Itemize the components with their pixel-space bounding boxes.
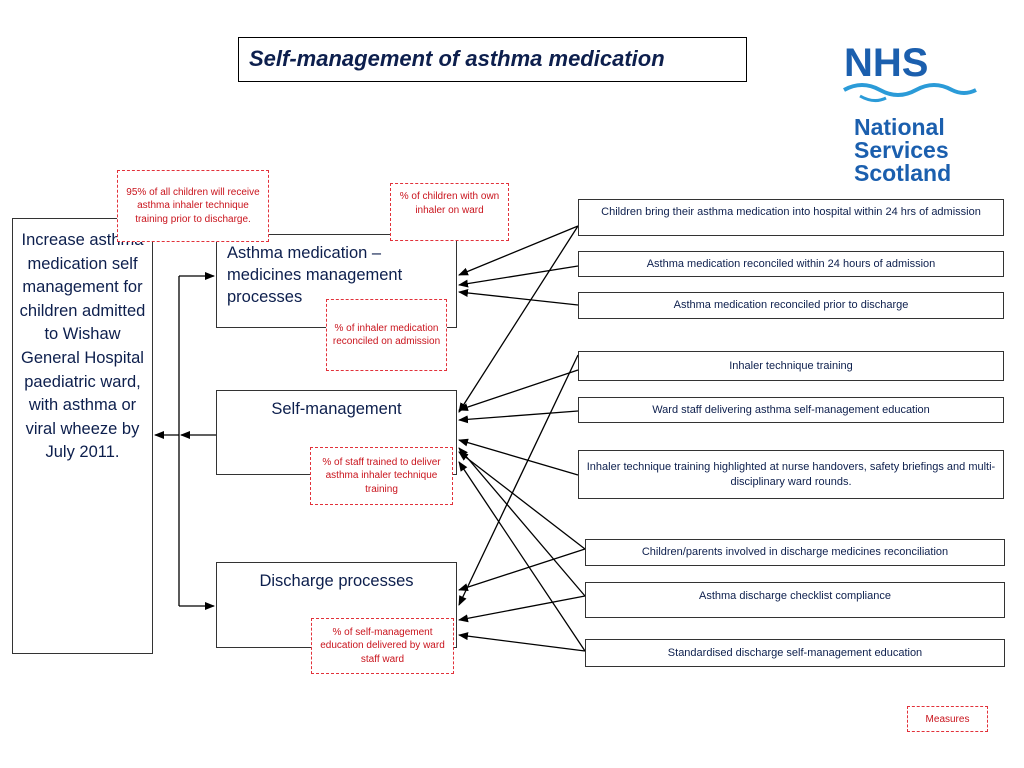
- change-idea-text: Inhaler technique training highlighted a…: [586, 460, 996, 488]
- change-idea-text: Asthma medication reconciled within 24 h…: [646, 257, 936, 270]
- change-idea-text: Asthma discharge checklist compliance: [699, 590, 891, 602]
- change-idea-reconciled-discharge: Asthma medication reconciled prior to di…: [578, 292, 1004, 319]
- measure-inhaler-training-target: 95% of all children will receive asthma …: [117, 170, 269, 242]
- measure-education-by-staff: % of self-management education delivered…: [311, 618, 454, 674]
- logo-line2: Services: [854, 137, 949, 163]
- logo-line1: National: [854, 114, 945, 140]
- change-idea-ward-staff-education: Ward staff delivering asthma self-manage…: [578, 397, 1004, 423]
- measure-reconciled-admission: % of inhaler medication reconciled on ad…: [326, 299, 447, 371]
- logo-nhs-text: NHS: [844, 41, 928, 85]
- change-idea-text: Standardised discharge self-management e…: [667, 646, 923, 659]
- change-idea-text: Children bring their asthma medication i…: [601, 206, 981, 218]
- change-idea-parents-reconciliation: Children/parents involved in discharge m…: [585, 539, 1005, 566]
- change-idea-text: Ward staff delivering asthma self-manage…: [652, 403, 930, 416]
- measures-legend: Measures: [907, 706, 988, 732]
- logo-line3: Scotland: [854, 160, 951, 186]
- change-idea-standardised-education: Standardised discharge self-management e…: [585, 639, 1005, 667]
- measure-staff-trained: % of staff trained to deliver asthma inh…: [310, 447, 453, 505]
- change-idea-text: Inhaler technique training: [729, 359, 853, 372]
- change-idea-text: Children/parents involved in discharge m…: [641, 546, 949, 558]
- change-idea-text: Asthma medication reconciled prior to di…: [673, 299, 909, 311]
- change-idea-inhaler-training: Inhaler technique training: [578, 351, 1004, 381]
- change-idea-reconciled-admission: Asthma medication reconciled within 24 h…: [578, 251, 1004, 277]
- page-title: Self-management of asthma medication: [238, 37, 747, 82]
- nhs-logo: NHS National Services Scotland: [840, 40, 980, 190]
- aim-statement: Increase asthma medication self manageme…: [12, 218, 153, 654]
- change-idea-discharge-checklist: Asthma discharge checklist compliance: [585, 582, 1005, 618]
- change-idea-bring-medication: Children bring their asthma medication i…: [578, 199, 1004, 236]
- change-idea-handovers: Inhaler technique training highlighted a…: [578, 450, 1004, 499]
- measure-own-inhaler: % of children with own inhaler on ward: [390, 183, 509, 241]
